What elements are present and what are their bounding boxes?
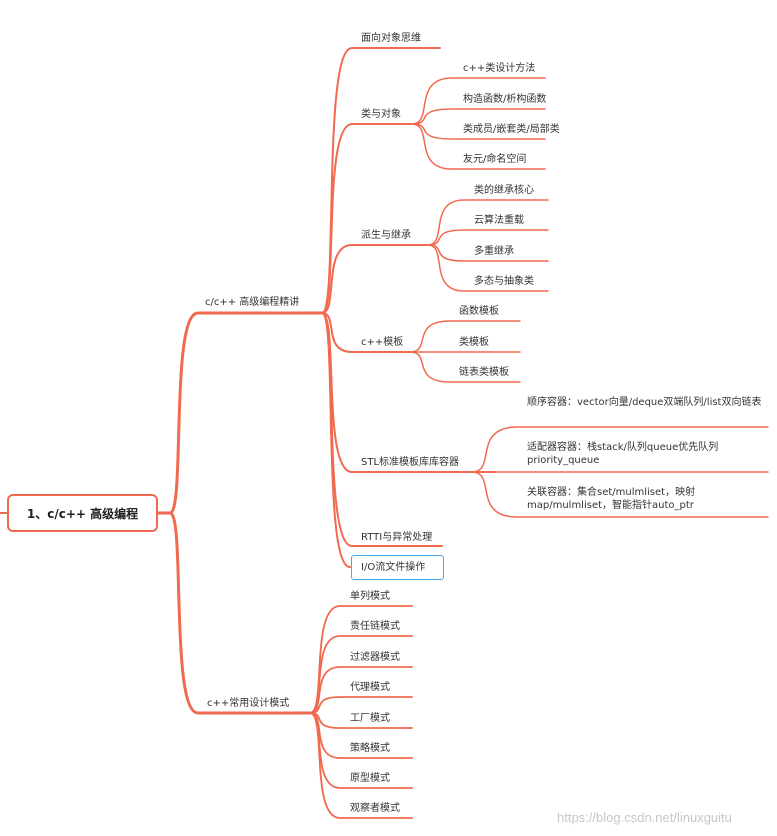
leaf-prototype[interactable]: 原型模式 [350,773,390,784]
edge-inherit-leaf-0 [427,199,549,246]
leaf-chain-of-responsibility[interactable]: 责任链模式 [350,621,400,632]
edge-advanced-child-3 [321,312,411,353]
node-class-object[interactable]: 类与对象 [361,109,401,120]
node-inheritance[interactable]: 派生与继承 [361,230,411,241]
watermark: https://blog.csdn.net/linuxguitu [557,810,732,825]
edge-to-branch-patterns [168,511,312,715]
edge-stl-leaf-0 [471,426,769,473]
edge-advanced-child-2 [321,244,429,314]
edge-inherit-leaf-3 [427,244,549,292]
leaf-class-template[interactable]: 类模板 [459,337,489,348]
leaf-factory[interactable]: 工厂模式 [350,713,390,724]
edge-pattern-leaf-1 [309,635,413,714]
leaf-class-design[interactable]: c++类设计方法 [463,63,536,74]
edge-advanced-child-io [321,312,351,568]
root-node[interactable]: 1、c/c++ 高级编程 [7,494,158,532]
edge-template-leaf-2 [409,351,521,383]
edge-inherit-leaf-1 [427,229,549,246]
leaf-strategy[interactable]: 策略模式 [350,743,390,754]
node-io-stream[interactable]: I/O流文件操作 [361,562,426,573]
leaf-overload[interactable]: 云算法重载 [474,215,524,226]
leaf-list-template[interactable]: 链表类模板 [459,367,509,378]
edge-class-leaf-1 [411,108,546,125]
leaf-friend-namespace[interactable]: 友元/命名空间 [463,154,527,165]
edge-to-branch-advanced [168,311,324,515]
edge-inherit-leaf-2 [427,244,549,262]
leaf-adapter-container[interactable]: 适配器容器：栈stack/队列queue优先队列priority_queue [527,442,719,466]
leaf-singleton[interactable]: 单列模式 [350,591,390,602]
leaf-associative-container[interactable]: 关联容器：集合set/mulmliset，映射map/mulmliset，智能指… [527,487,696,511]
node-stl-container[interactable]: STL标准模板库库容器 [361,457,460,468]
edge-stl-leaf-2 [471,471,769,518]
edge-pattern-leaf-3 [309,696,413,714]
node-rtti-exception[interactable]: RTTI与异常处理 [361,532,433,543]
leaf-constructor[interactable]: 构造函数/析构函数 [463,94,547,105]
leaf-class-members[interactable]: 类成员/嵌套类/局部类 [463,124,560,135]
leaf-function-template[interactable]: 函数模板 [459,306,499,317]
node-cpp-template[interactable]: c++模板 [361,337,404,348]
leaf-polymorphism[interactable]: 多态与抽象类 [474,276,534,287]
edge-class-leaf-0 [411,77,546,125]
edge-class-leaf-2 [411,123,546,140]
leaf-multiple-inheritance[interactable]: 多重继承 [474,246,514,257]
node-oop-thinking[interactable]: 面向对象思维 [361,33,421,44]
edge-template-leaf-0 [409,320,521,353]
leaf-proxy[interactable]: 代理模式 [350,682,390,693]
leaf-sequence-container[interactable]: 顺序容器：vector向量/deque双端队列/list双向链表 [527,397,762,408]
edge-pattern-leaf-2 [309,666,413,714]
edge-advanced-child-1 [321,123,413,314]
root-label: 1、c/c++ 高级编程 [26,506,139,521]
branch-advanced-programming[interactable]: c/c++ 高级编程精讲 [205,297,300,308]
edge-advanced-child-0 [321,47,441,314]
leaf-inheritance-core[interactable]: 类的继承核心 [474,185,534,196]
leaf-observer[interactable]: 观察者模式 [350,803,400,814]
edge-class-leaf-3 [411,123,546,170]
leaf-filter[interactable]: 过滤器模式 [350,652,400,663]
edge-pattern-leaf-7 [309,712,413,819]
selected-node-frame [351,555,444,580]
branch-design-patterns[interactable]: c++常用设计模式 [207,698,290,709]
